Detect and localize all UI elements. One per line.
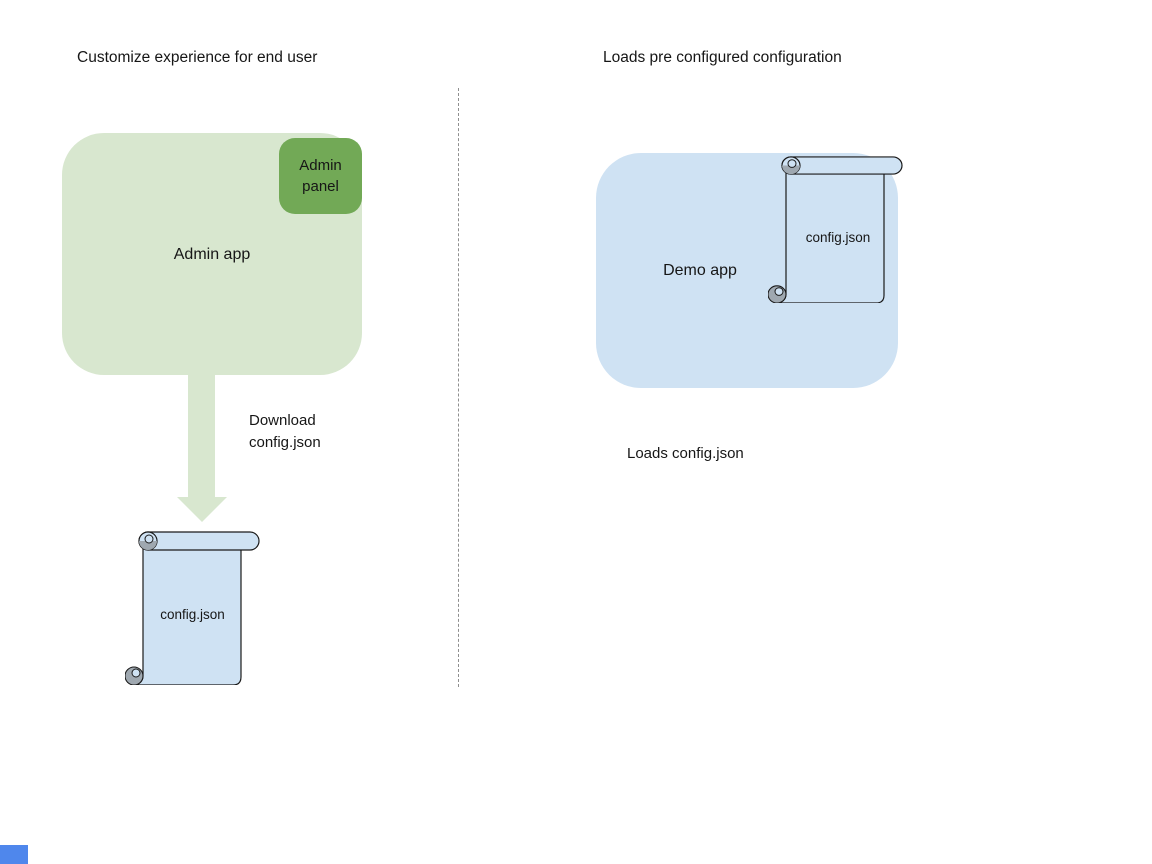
section-divider bbox=[458, 88, 459, 687]
admin-app-label: Admin app bbox=[173, 246, 251, 263]
config-file-label: config.json bbox=[160, 607, 225, 622]
down-arrow-icon bbox=[177, 375, 227, 522]
download-arrow-label: Download config.json bbox=[249, 410, 321, 454]
download-arrow-label-line1: Download bbox=[249, 412, 316, 429]
loads-config-caption: Loads config.json bbox=[627, 445, 744, 462]
left-section-heading: Customize experience for end user bbox=[77, 49, 318, 66]
demo-app-label: Demo app bbox=[663, 262, 737, 279]
config-json-scroll-icon bbox=[768, 156, 903, 303]
config-file-label: config.json bbox=[805, 230, 871, 245]
right-section-heading: Loads pre configured configuration bbox=[603, 49, 842, 66]
admin-panel-label: Admin panel bbox=[299, 157, 342, 195]
download-arrow-label-line2: config.json bbox=[249, 434, 321, 451]
corner-blue-square bbox=[0, 845, 28, 864]
admin-panel-box: Admin panel bbox=[279, 138, 362, 214]
